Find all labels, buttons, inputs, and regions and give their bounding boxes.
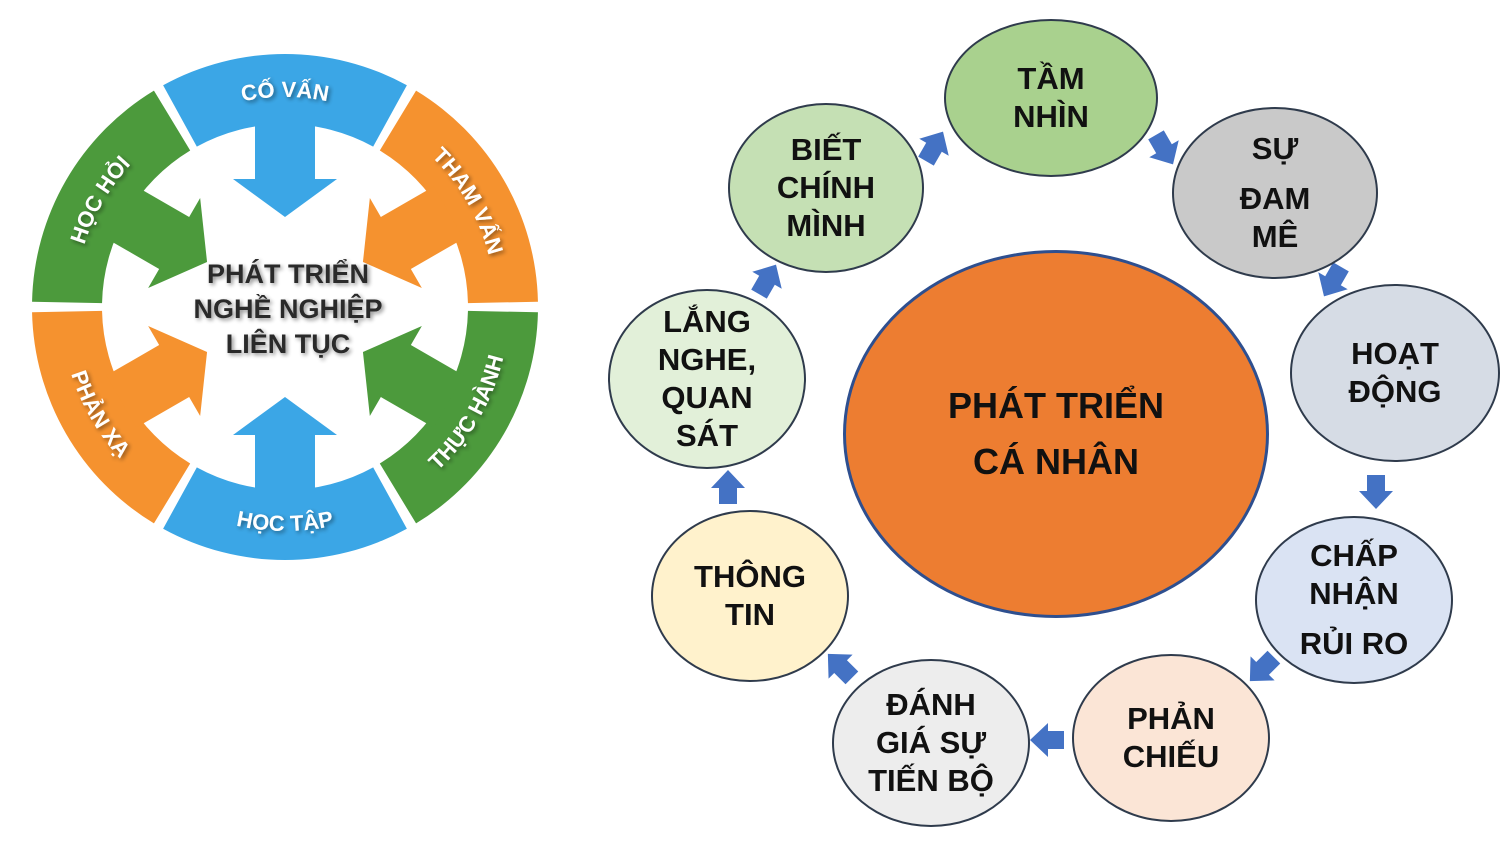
cycle-arrow xyxy=(827,653,859,685)
ring-segment xyxy=(163,467,407,560)
ring-center-line: NGHỀ NGHIỆP xyxy=(193,293,382,324)
ring-segment xyxy=(379,310,538,524)
ring-segment-label: HỌC TẬP xyxy=(235,506,335,536)
node-text-line: BIẾT xyxy=(790,132,862,167)
ring-segment-label: CỐ VẤN xyxy=(239,76,331,106)
node-text-line: ĐÁNH xyxy=(886,687,976,722)
node-text-line: LẮNG xyxy=(663,304,751,339)
ring-arrow xyxy=(362,186,464,289)
ring-segment xyxy=(32,90,191,304)
ring-segment xyxy=(32,310,191,524)
node-text-line: ĐỘNG xyxy=(1348,374,1442,409)
ring-arrow xyxy=(233,118,337,217)
ring-arrow xyxy=(106,325,208,428)
node-text-line: TẦM xyxy=(1017,61,1085,96)
node-text-line: NHẬN xyxy=(1309,576,1399,611)
cycle-arrow xyxy=(1359,475,1393,509)
center-line-1: PHÁT TRIỂN xyxy=(948,385,1164,426)
ring-arrow xyxy=(106,186,208,289)
cycle-arrow xyxy=(751,264,782,299)
ring-segment xyxy=(163,54,407,147)
ring-center-line: PHÁT TRIỂN xyxy=(207,258,369,289)
node-text-line: RỦI RO xyxy=(1299,626,1409,661)
node-text-line: SỰ xyxy=(1251,131,1299,166)
node-text-line: MÌNH xyxy=(786,208,866,243)
ring-segment xyxy=(379,90,538,304)
cycle-arrow xyxy=(1249,650,1281,682)
node-text-line: MÊ xyxy=(1251,219,1299,254)
node-text-line: PHẢN xyxy=(1127,701,1215,736)
cycle-arrow xyxy=(918,131,949,166)
node-text-line: THÔNG xyxy=(694,559,806,594)
node-text-line: GIÁ SỰ xyxy=(875,725,987,760)
cycle-arrow xyxy=(1318,262,1349,297)
node-text-line: HOẠT xyxy=(1351,336,1439,371)
node-text-line: NGHE, xyxy=(657,342,757,377)
ring-arrow xyxy=(362,325,464,428)
node-text-line: QUAN xyxy=(661,380,753,415)
node-text-line: ĐAM xyxy=(1239,181,1311,216)
node-text-line: TIẾN BỘ xyxy=(868,763,994,798)
node-text-line: CHÍNH xyxy=(776,170,876,205)
ring-center-line: LIÊN TỤC xyxy=(226,328,351,359)
node-text-line: TIN xyxy=(725,597,775,632)
cycle-arrow xyxy=(1148,130,1179,165)
node-text-line: CHẤP xyxy=(1310,538,1398,573)
cycle-arrow xyxy=(1030,723,1064,757)
ring-arrow xyxy=(233,397,337,496)
node-text-line: NHÌN xyxy=(1013,99,1089,134)
node-text-line: CHIẾU xyxy=(1122,739,1220,774)
cycle-arrow xyxy=(711,470,745,504)
node-text-line: SÁT xyxy=(676,418,738,453)
center-line-2: CÁ NHÂN xyxy=(973,441,1139,482)
center-node-personal-development: PHÁT TRIỂN CÁ NHÂN xyxy=(843,250,1269,618)
